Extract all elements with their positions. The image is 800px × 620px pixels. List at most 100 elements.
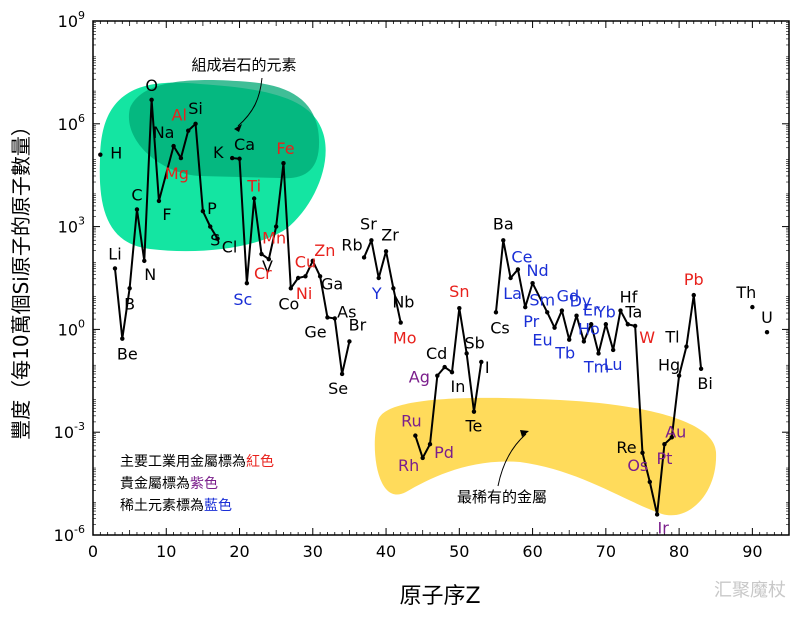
legend-line: 貴金屬標為紫色 xyxy=(120,475,218,492)
data-point-Ta xyxy=(625,322,631,327)
data-point-Re xyxy=(640,450,645,455)
data-point-Be xyxy=(120,336,125,341)
data-point-Ba xyxy=(501,238,506,243)
element-label-Rb: Rb xyxy=(341,235,362,254)
element-label-Nd: Nd xyxy=(527,261,549,280)
data-point-Ce xyxy=(515,267,521,272)
x-tick-label: 70 xyxy=(596,542,616,561)
series-line xyxy=(414,307,483,459)
data-point-Au xyxy=(669,435,674,440)
data-point-Er xyxy=(588,322,594,327)
data-point-Mn xyxy=(273,224,279,229)
element-label-Pb: Pb xyxy=(684,270,704,289)
element-label-La: La xyxy=(503,284,522,303)
data-point-B xyxy=(127,286,132,291)
element-label-Cs: Cs xyxy=(490,318,510,337)
element-label-Th: Th xyxy=(735,283,756,302)
element-label-Be: Be xyxy=(117,345,138,364)
watermark: 汇聚魔杖 xyxy=(714,580,786,601)
element-label-Sn: Sn xyxy=(449,282,469,301)
element-label-I: I xyxy=(485,358,490,377)
element-label-Cl: Cl xyxy=(222,238,238,257)
data-point-Br xyxy=(347,339,352,344)
element-label-Cd: Cd xyxy=(426,344,447,363)
element-label-Ho: Ho xyxy=(578,319,600,338)
series-line xyxy=(494,239,703,516)
element-label-V: V xyxy=(262,257,273,276)
element-label-Ir: Ir xyxy=(657,518,669,537)
element-label-Fe: Fe xyxy=(276,139,294,158)
x-tick-label: 80 xyxy=(669,542,689,561)
element-label-N: N xyxy=(144,265,156,284)
element-label-Al: Al xyxy=(172,106,187,125)
element-label-S: S xyxy=(210,231,220,250)
data-point-Hf xyxy=(618,308,623,313)
data-point-Yb xyxy=(603,322,609,327)
data-point-Zr xyxy=(383,249,389,254)
data-point-Ag xyxy=(435,373,440,378)
x-tick-label: 0 xyxy=(88,542,98,561)
data-point-Os xyxy=(647,479,652,485)
element-label-C: C xyxy=(131,185,142,204)
data-point-Ge xyxy=(325,315,330,320)
element-label-Er: Er xyxy=(583,300,600,319)
data-point-Fe xyxy=(281,161,286,166)
element-label-Yb: Yb xyxy=(595,302,616,321)
element-label-Rh: Rh xyxy=(398,456,419,475)
y-tick-label: 106 xyxy=(58,112,85,134)
element-label-Bi: Bi xyxy=(697,374,712,393)
element-label-O: O xyxy=(145,76,158,95)
rock-region-label: 組成岩石的元素 xyxy=(191,56,296,74)
element-label-Co: Co xyxy=(278,294,299,313)
rare-arrow-head xyxy=(520,430,529,437)
element-label-H: H xyxy=(110,144,122,163)
element-label-Mn: Mn xyxy=(262,229,286,248)
y-tick-label: 10-6 xyxy=(54,523,85,545)
data-point-Nb xyxy=(391,286,396,291)
data-point-K xyxy=(230,155,235,161)
data-point-F xyxy=(156,198,162,204)
x-tick-label: 10 xyxy=(156,542,176,561)
data-point-U xyxy=(764,329,770,335)
rarest-metals-region xyxy=(374,397,717,516)
data-point-H xyxy=(98,152,103,157)
data-point-Cr xyxy=(266,256,272,262)
element-label-Na: Na xyxy=(153,123,175,142)
x-axis-title: 原子序Z xyxy=(399,584,480,609)
data-point-Pb xyxy=(691,292,696,298)
element-label-Ce: Ce xyxy=(511,247,532,266)
data-point-Hg xyxy=(676,373,682,378)
element-label-Pr: Pr xyxy=(523,312,539,331)
y-tick-label: 100 xyxy=(58,317,85,339)
element-label-As: As xyxy=(337,302,356,321)
rock-arrow-head xyxy=(234,124,242,132)
data-points xyxy=(98,97,770,517)
data-point-La xyxy=(508,275,513,281)
element-label-Lu: Lu xyxy=(604,355,623,374)
element-label-Zn: Zn xyxy=(314,241,335,260)
data-point-Mg xyxy=(178,155,184,161)
data-point-As xyxy=(332,316,337,321)
data-point-Th xyxy=(750,304,755,310)
highlight-regions xyxy=(99,80,717,516)
data-point-Sc xyxy=(244,280,250,286)
element-label-Ni: Ni xyxy=(296,284,312,303)
element-label-Br: Br xyxy=(349,315,367,334)
data-point-Sn xyxy=(457,305,462,311)
data-point-Eu xyxy=(552,325,557,330)
x-tick-label: 50 xyxy=(449,542,469,561)
element-label-U: U xyxy=(761,308,773,327)
element-label-Re: Re xyxy=(616,438,636,457)
data-point-Te xyxy=(471,409,477,414)
data-point-Ti xyxy=(251,196,257,201)
x-tick-label: 60 xyxy=(522,542,542,561)
plot-frame xyxy=(92,20,790,536)
data-point-Se xyxy=(339,371,345,377)
element-label-Sb: Sb xyxy=(464,333,484,352)
data-point-Ho xyxy=(581,339,587,344)
element-label-F: F xyxy=(162,205,171,224)
x-tick-label: 30 xyxy=(303,542,323,561)
data-point-Rh xyxy=(420,455,425,461)
